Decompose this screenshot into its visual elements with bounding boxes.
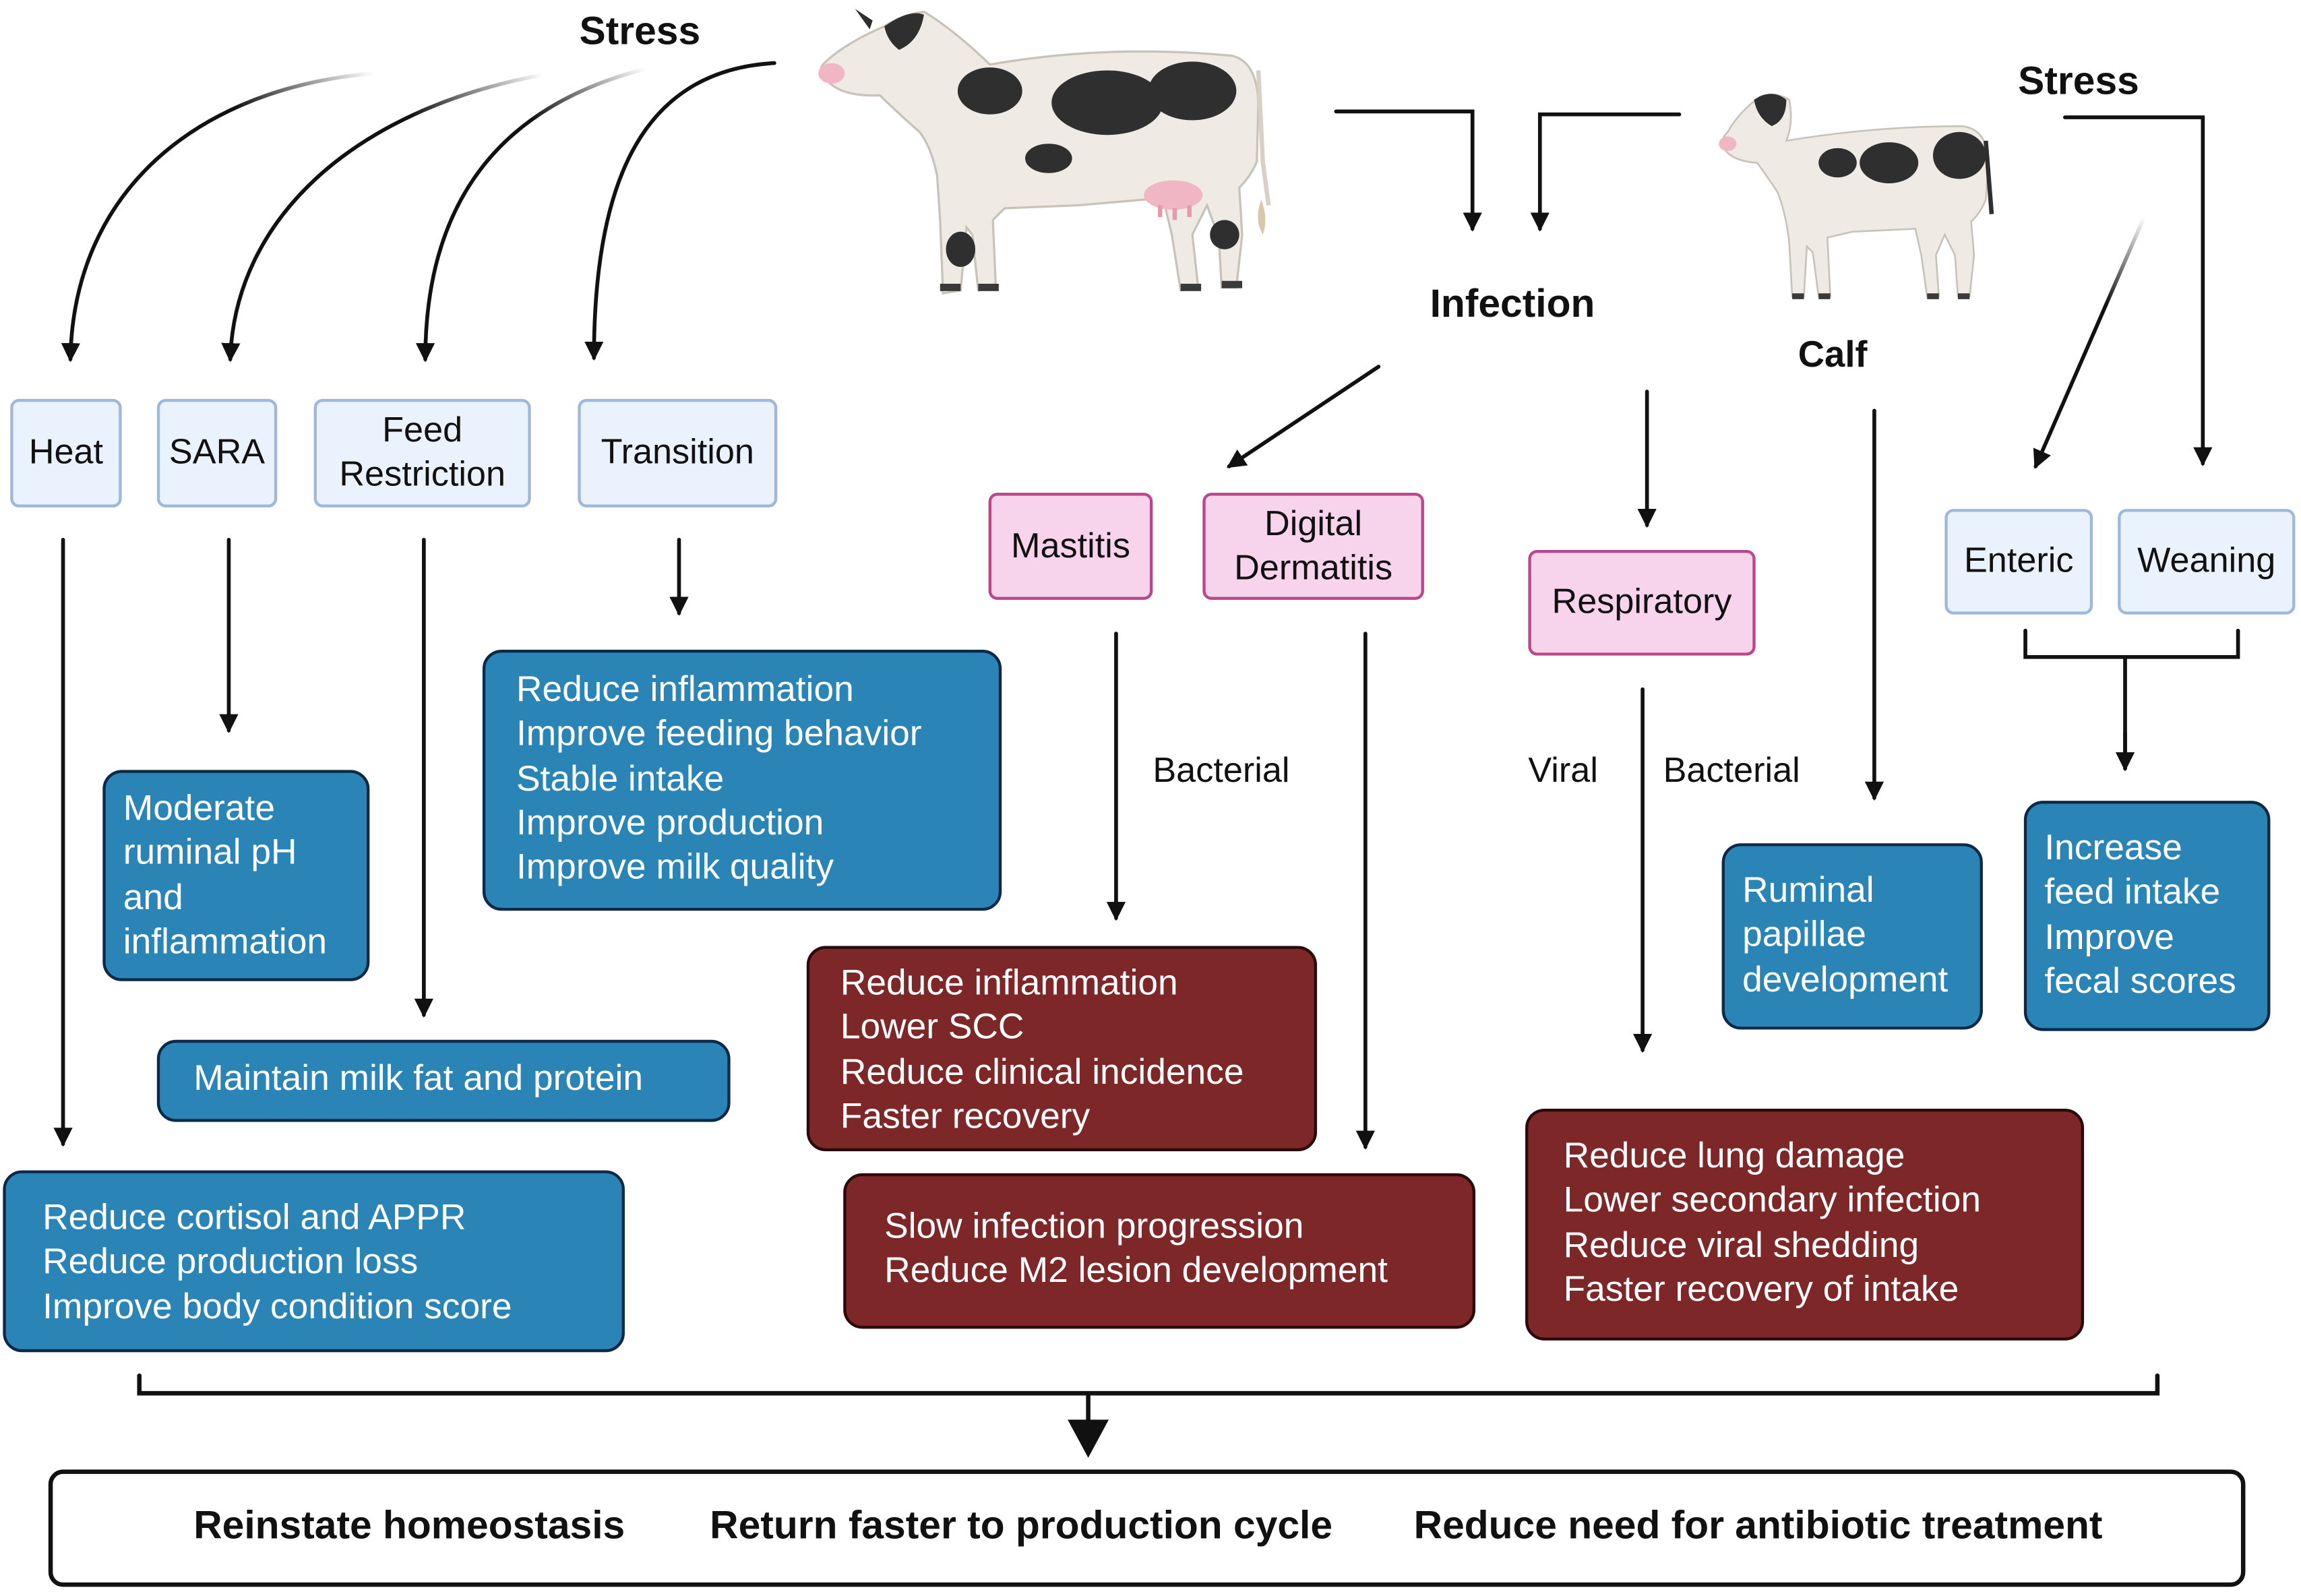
outcome-transition-line: Improve feeding behavior: [516, 714, 922, 755]
outcome-calf-line: papillae: [1742, 915, 1866, 956]
outcome-calf-stress-line: Increase: [2044, 828, 2182, 869]
outcome-dd-line: Reduce M2 lesion development: [884, 1251, 1388, 1291]
outcome-heat-line: Reduce cortisol and APPR: [42, 1198, 466, 1238]
category-heat: Heat: [10, 398, 122, 508]
outcome-respiratory-line: Faster recovery of intake: [1563, 1270, 1959, 1310]
outcome-respiratory-line: Reduce lung damage: [1563, 1136, 1905, 1177]
cow-illustration: [818, 9, 1271, 295]
bacterial-label-respiratory: Bacterial: [1663, 751, 1800, 791]
outcome-sara: Moderate ruminal pH and inflammation: [102, 770, 370, 981]
outcome-heat-line: Improve body condition score: [42, 1287, 512, 1327]
outcome-mastitis: Reduce inflammation Lower SCC Reduce cli…: [806, 946, 1318, 1152]
arrow-stress-sara: [221, 73, 545, 363]
disease-dd-line-1: Digital: [1264, 504, 1363, 545]
arrow-stress-heat: [61, 71, 376, 363]
bacterial-label-mastitis: Bacterial: [1153, 751, 1290, 791]
disease-respiratory: Respiratory: [1528, 550, 1756, 656]
outcome-mastitis-line: Lower SCC: [840, 1008, 1024, 1048]
summary-arrow-icon: [1068, 1393, 1109, 1458]
arrow-calf-stress-weaning: [2062, 115, 2213, 466]
outcome-mastitis-line: Reduce inflammation: [840, 963, 1178, 1004]
outcome-sara-line: inflammation: [123, 922, 328, 962]
outcome-calf-line: Ruminal: [1742, 871, 1874, 911]
outcome-heat: Reduce cortisol and APPR Reduce producti…: [3, 1170, 625, 1353]
outcome-feed-restriction: Maintain milk fat and protein: [156, 1039, 731, 1122]
outcome-respiratory: Reduce lung damage Lower secondary infec…: [1525, 1109, 2085, 1341]
arrow-infection-mastitis: [1226, 365, 1381, 468]
summary-box: Reinstate homeostasis Return faster to p…: [48, 1469, 2246, 1587]
category-weaning: Weaning: [2118, 509, 2296, 615]
outcome-sara-line: ruminal pH: [123, 833, 297, 873]
category-sara: SARA: [156, 398, 278, 508]
outcome-calf-stress-line: feed intake: [2044, 873, 2221, 913]
outcome-transition-line: Reduce inflammation: [516, 670, 854, 710]
stress-label-left: Stress: [579, 9, 701, 53]
calf-illustration: [1719, 93, 1994, 299]
bracket-enteric-weaning: [2023, 628, 2240, 771]
outcome-sara-line: Moderate: [123, 789, 276, 829]
infection-label: Infection: [1430, 281, 1595, 326]
outcome-heat-line: Reduce production loss: [42, 1242, 419, 1283]
outcome-calf: Ruminal papillae development: [1721, 843, 1983, 1030]
disease-mastitis: Mastitis: [988, 493, 1153, 600]
outcome-sara-line: and: [123, 878, 183, 918]
disease-dd-line-2: Dermatitis: [1234, 548, 1393, 588]
viral-label: Viral: [1528, 751, 1598, 791]
category-enteric: Enteric: [1944, 509, 2093, 615]
arrow-stress-transition: [584, 61, 776, 361]
disease-digital-dermatitis: Digital Dermatitis: [1202, 493, 1424, 600]
category-feed-line-1: Feed: [382, 410, 463, 451]
arrow-calf-infection: [1530, 112, 1682, 232]
calf-label: Calf: [1798, 334, 1868, 376]
category-feed-restriction: Feed Restriction: [313, 398, 531, 508]
outcome-calf-stress-line: fecal scores: [2044, 962, 2236, 1002]
outcome-digital-dermatitis: Slow infection progression Reduce M2 les…: [843, 1173, 1476, 1329]
outcome-transition-line: Improve production: [516, 803, 824, 843]
outcome-respiratory-line: Lower secondary infection: [1563, 1181, 1981, 1221]
bracket-summary: [137, 1373, 2160, 1396]
category-transition: Transition: [578, 398, 778, 508]
outcome-dd-line: Slow infection progression: [884, 1206, 1304, 1247]
outcome-transition-line: Improve milk quality: [516, 848, 834, 888]
outcome-mastitis-line: Reduce clinical incidence: [840, 1052, 1244, 1093]
outcome-transition: Reduce inflammation Improve feeding beha…: [482, 649, 1002, 911]
summary-production-cycle: Return faster to production cycle: [710, 1503, 1333, 1547]
outcome-transition-line: Stable intake: [516, 759, 725, 799]
outcome-calf-stress: Increase feed intake Improve fecal score…: [2023, 801, 2271, 1031]
outcome-feed-line: Maintain milk fat and protein: [193, 1059, 643, 1099]
summary-antibiotics: Reduce need for antibiotic treatment: [1413, 1503, 2103, 1547]
stress-label-right: Stress: [2018, 59, 2139, 103]
arrow-stress-feed: [415, 67, 648, 363]
outcome-mastitis-line: Faster recovery: [840, 1097, 1091, 1137]
outcome-calf-stress-line: Improve: [2044, 917, 2174, 958]
summary-homeostasis: Reinstate homeostasis: [193, 1503, 625, 1547]
outcome-respiratory-line: Reduce viral shedding: [1563, 1225, 1920, 1266]
outcome-calf-line: development: [1742, 960, 1949, 1000]
arrow-cow-infection: [1334, 109, 1482, 232]
category-feed-line-2: Restriction: [339, 454, 506, 495]
arrow-calf-stress-enteric: [2033, 215, 2147, 469]
